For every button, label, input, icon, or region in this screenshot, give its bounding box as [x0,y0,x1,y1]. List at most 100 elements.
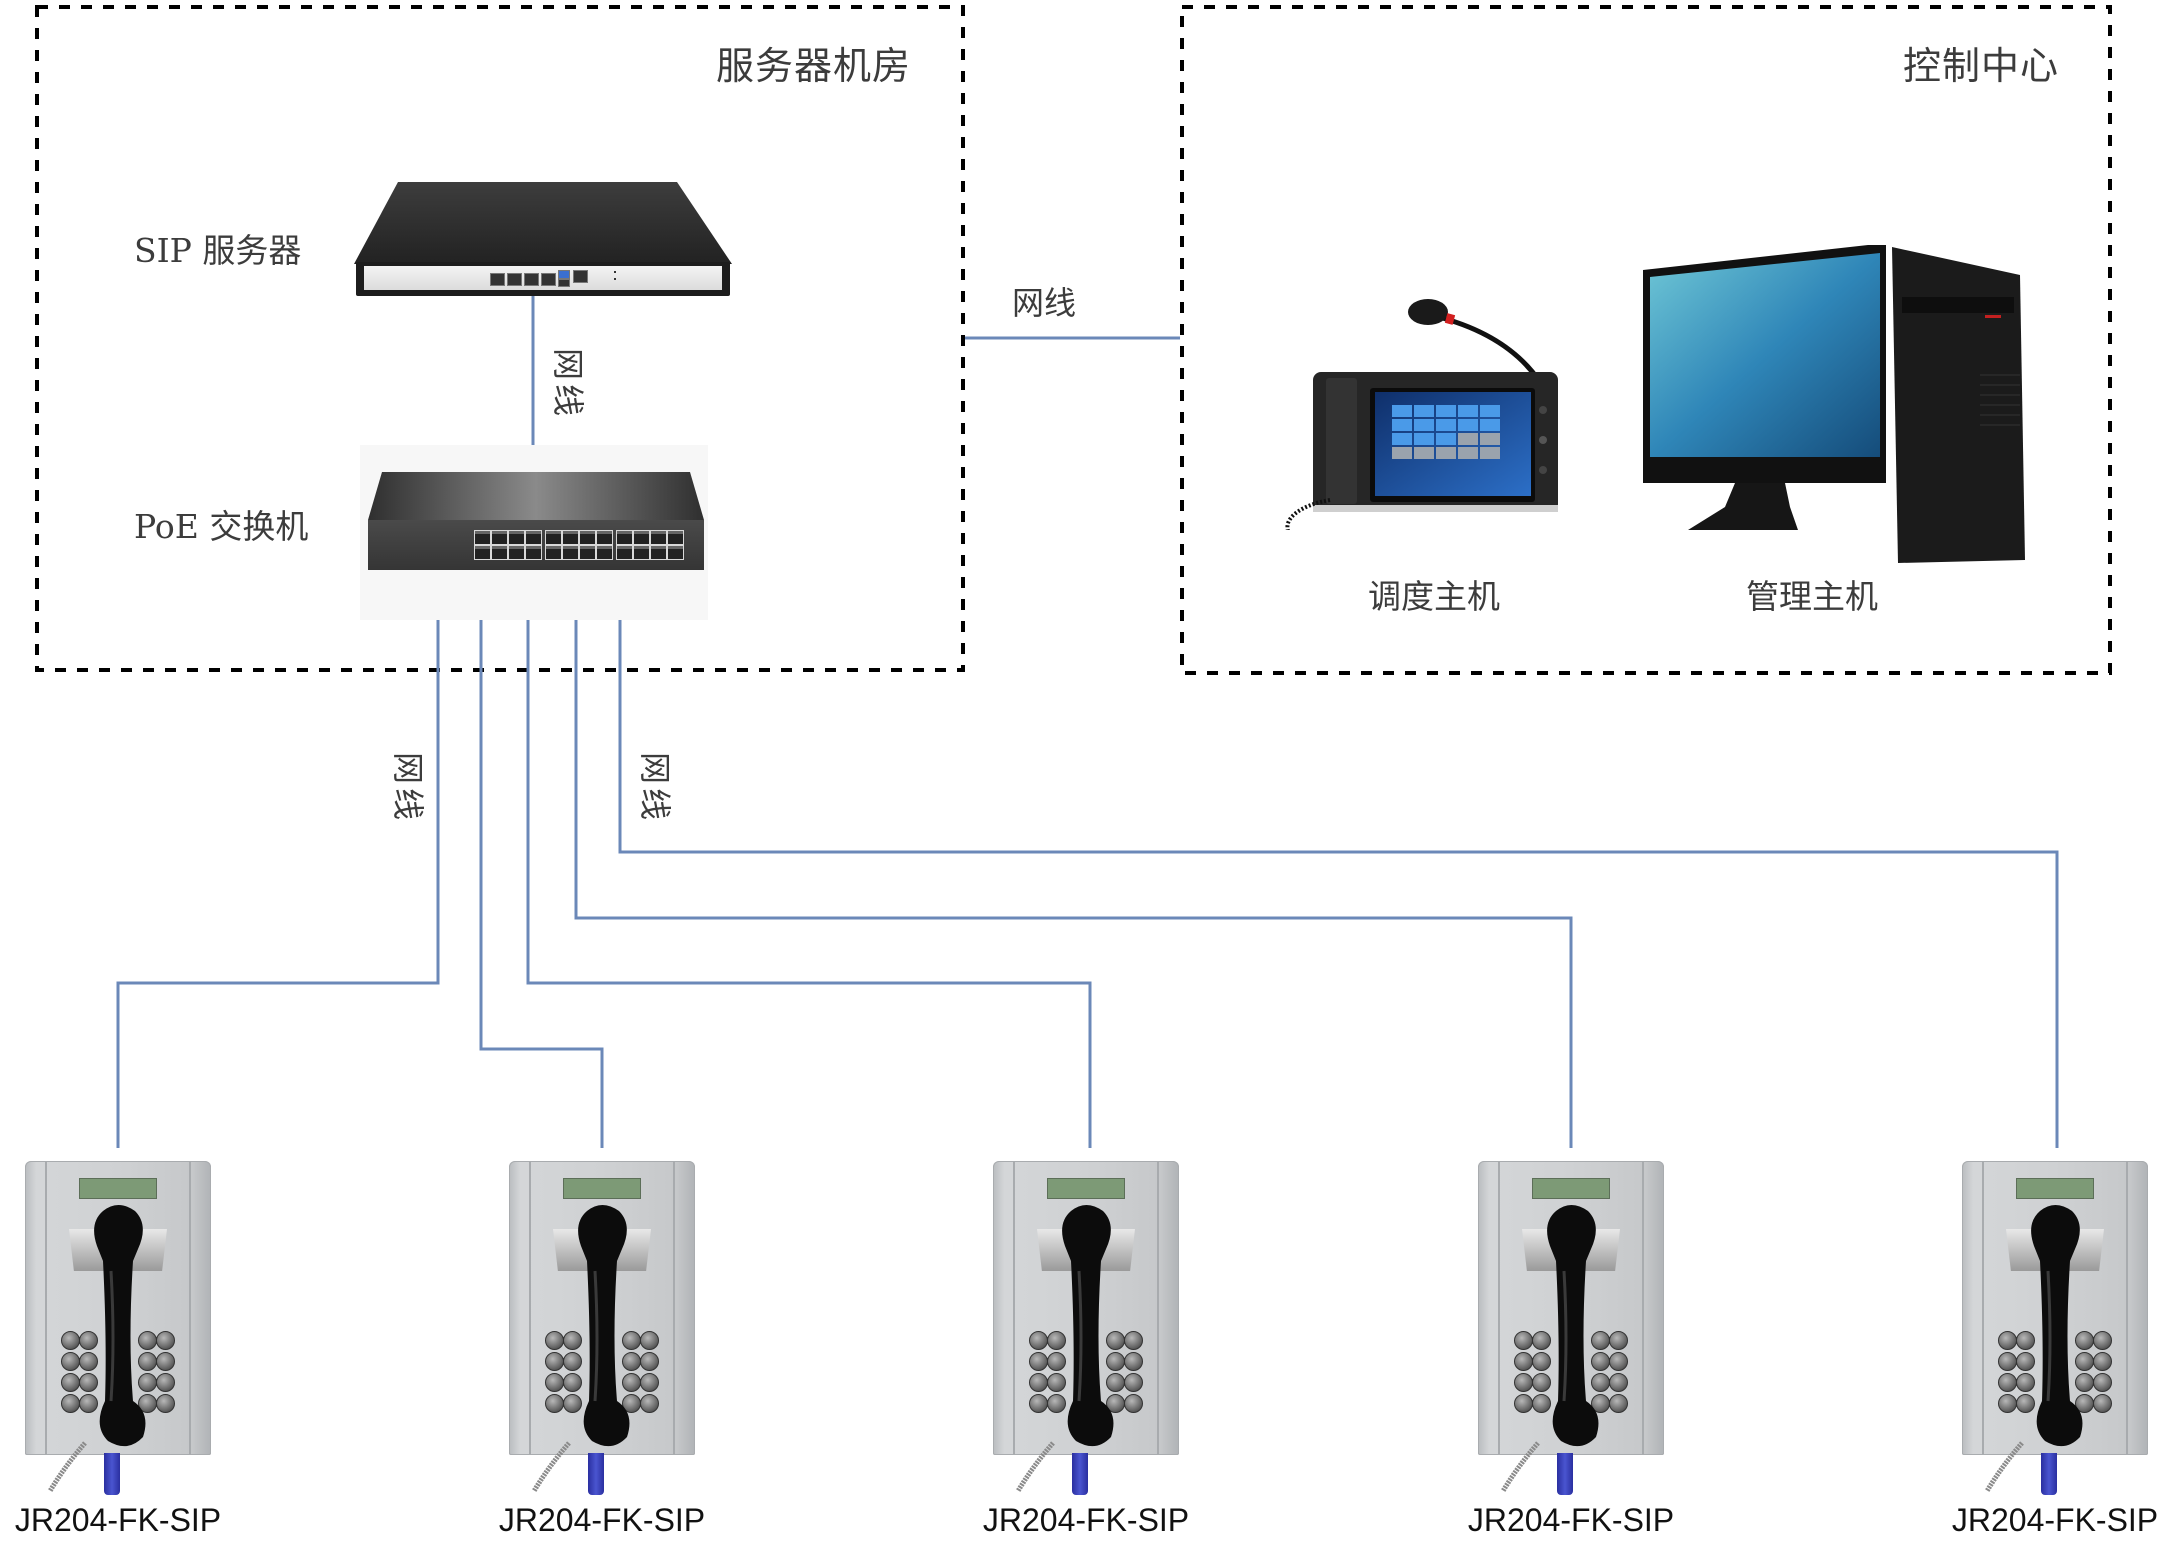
keypad-button[interactable] [640,1331,659,1350]
keypad-button[interactable] [1532,1373,1551,1392]
phone-display [79,1178,157,1199]
keypad-button[interactable] [640,1373,659,1392]
ethernet-port-icon [541,273,556,286]
keypad-button[interactable] [1609,1331,1628,1350]
cable-gland-icon [104,1453,120,1495]
emergency-phone-4[interactable] [1478,1161,1664,1506]
keypad-button[interactable] [545,1394,564,1413]
keypad-button[interactable] [1124,1331,1143,1350]
keypad-button[interactable] [1998,1331,2017,1350]
keypad-button[interactable] [563,1394,582,1413]
keypad-button[interactable] [1029,1373,1048,1392]
keypad-button[interactable] [1532,1352,1551,1371]
keypad-button[interactable] [563,1331,582,1350]
keypad-button[interactable] [61,1352,80,1371]
keypad-button[interactable] [1532,1394,1551,1413]
keypad-button[interactable] [61,1373,80,1392]
keypad-button[interactable] [1124,1394,1143,1413]
keypad-button[interactable] [79,1373,98,1392]
ethernet-port-icon [524,273,539,286]
keypad-button[interactable] [640,1394,659,1413]
keypad-button[interactable] [1514,1352,1533,1371]
keypad-button[interactable] [1514,1373,1533,1392]
keypad-button[interactable] [563,1352,582,1371]
phone-body [1962,1161,2148,1455]
keypad-button[interactable] [2093,1373,2112,1392]
phone-display [1532,1178,1610,1199]
keypad-button[interactable] [545,1331,564,1350]
cable-gland-icon [1072,1453,1088,1495]
keypad-button[interactable] [1609,1373,1628,1392]
zone-title-control-center: 控制中心 [1903,44,2060,88]
zone-border [1180,5,2112,675]
phone-model-label: JR204-FK-SIP [1951,1502,2159,1538]
keypad-button[interactable] [61,1331,80,1350]
phone-display [563,1178,641,1199]
poe-switch[interactable] [368,470,704,570]
emergency-phone-3[interactable] [993,1161,1179,1506]
keypad-button[interactable] [2093,1331,2112,1350]
keypad-button[interactable] [1047,1331,1066,1350]
keypad-button[interactable] [1047,1394,1066,1413]
keypad-button[interactable] [1514,1394,1533,1413]
keypad-button[interactable] [79,1331,98,1350]
keypad-button[interactable] [156,1394,175,1413]
keypad-button[interactable] [1609,1352,1628,1371]
zone-server-room: 服务器机房 [35,5,965,672]
keypad-button[interactable] [1998,1352,2017,1371]
phone-body [509,1161,695,1455]
keypad-button[interactable] [1029,1352,1048,1371]
keypad-button[interactable] [1029,1394,1048,1413]
phone-display [1047,1178,1125,1199]
keypad-button[interactable] [1124,1352,1143,1371]
keypad-button[interactable] [1047,1352,1066,1371]
keypad-button[interactable] [2093,1394,2112,1413]
sip-server[interactable] [352,180,734,298]
zone-title-server-room: 服务器机房 [716,44,912,88]
cable-gland-icon [588,1453,604,1495]
emergency-phone-5[interactable] [1962,1161,2148,1506]
keypad-button[interactable] [79,1394,98,1413]
phone-model-label: JR204-FK-SIP [14,1502,222,1538]
dispatch-console[interactable] [1280,290,1580,537]
status-led-icon [614,271,616,273]
emergency-phone-1[interactable] [25,1161,211,1506]
keypad-button[interactable] [1532,1331,1551,1350]
keypad-button[interactable] [1998,1373,2017,1392]
keypad-button[interactable] [1029,1331,1048,1350]
handset-icon [578,1205,630,1447]
keypad-button[interactable] [1124,1373,1143,1392]
cable-phone-4 [574,595,1573,1148]
keypad-button[interactable] [545,1373,564,1392]
keypad-button[interactable] [563,1373,582,1392]
keypad-button[interactable] [2016,1394,2035,1413]
keypad-button[interactable] [61,1394,80,1413]
cable-gland-icon [2041,1453,2057,1495]
keypad-button[interactable] [2016,1373,2035,1392]
keypad-button[interactable] [1047,1373,1066,1392]
keypad-button[interactable] [640,1352,659,1371]
keypad-button[interactable] [1514,1331,1533,1350]
armored-cord-icon [531,1441,571,1493]
keypad-button[interactable] [79,1352,98,1371]
keypad-button[interactable] [1609,1394,1628,1413]
cable-gland-icon [1557,1453,1573,1495]
sip-server-front [356,262,730,296]
keypad-button[interactable] [156,1352,175,1371]
cable-label-zone-link: 网线 [1012,284,1077,322]
cable-phone-3 [526,595,1092,1148]
keypad-button[interactable] [545,1352,564,1371]
phone-body [993,1161,1179,1455]
zone-control-center: 控制中心 [1180,5,2112,675]
emergency-phone-2[interactable] [509,1161,695,1506]
keypad-button[interactable] [2093,1352,2112,1371]
management-host[interactable] [1640,243,2030,565]
ethernet-port-icon [507,273,522,286]
keypad-button[interactable] [2016,1331,2035,1350]
keypad-button[interactable] [156,1373,175,1392]
keypad-button[interactable] [2016,1352,2035,1371]
keypad-button[interactable] [1998,1394,2017,1413]
handset-icon [2031,1205,2083,1447]
keypad-button[interactable] [156,1331,175,1350]
